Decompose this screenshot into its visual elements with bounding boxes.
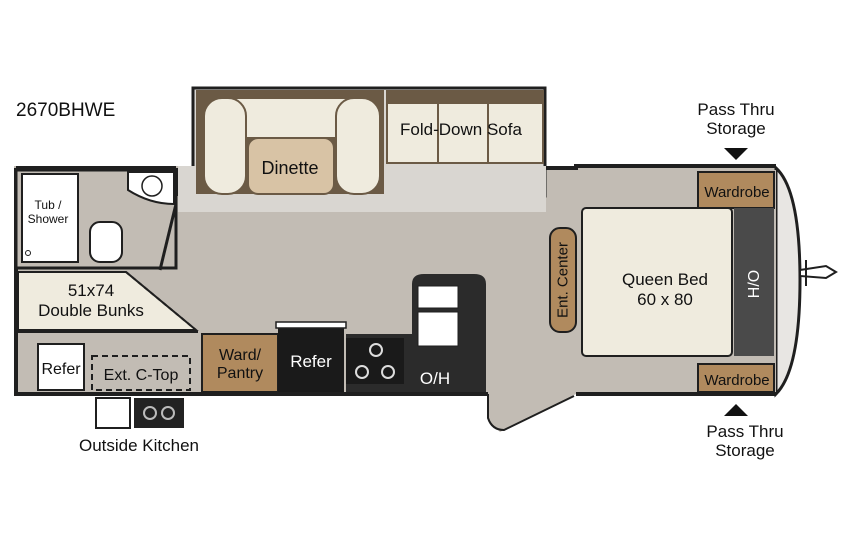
refer-label: Refer: [290, 352, 332, 371]
stove-burner-icon: [161, 406, 175, 420]
wardrobe-top-label: Wardrobe: [704, 184, 770, 201]
stove-top: [346, 338, 404, 384]
pass-thru-bottom-line2: Storage: [715, 440, 775, 460]
pass-thru-top-line1: Pass Thru: [697, 100, 775, 119]
pass-thru-top-line2: Storage: [706, 118, 766, 138]
kitchen: [201, 274, 486, 393]
queen-bed-label: Queen Bed 60 x 80: [590, 270, 740, 309]
refer-top-strip: [275, 321, 347, 329]
sofa-seat: [388, 104, 542, 162]
wardrobe-bottom-box: [697, 363, 775, 393]
pass-thru-storage-top: Pass Thru Storage: [686, 100, 786, 138]
ent-center-label: Ent. Center: [547, 234, 579, 326]
dinette-table: [247, 137, 335, 195]
queen-bed-name: Queen Bed: [621, 270, 708, 289]
pass-thru-storage-bottom: Pass Thru Storage: [690, 422, 800, 460]
ent-center-cabinet: [549, 227, 577, 333]
wardrobe-bottom-label: Wardrobe: [704, 372, 770, 389]
queen-bed: [581, 207, 733, 357]
entry-door-step: [487, 394, 575, 432]
ho-text: H/O: [745, 269, 763, 299]
ent-center-text: Ent. Center: [554, 242, 572, 318]
pass-thru-arrow-icon: [724, 404, 748, 416]
overhead-label: O/H: [419, 369, 451, 388]
outside-refer-label: Refer: [41, 361, 81, 378]
kitchen-sink-icon: [417, 285, 459, 309]
fold-down-sofa-label: Fold-Down Sofa: [400, 120, 522, 139]
model-number: 2670BHWE: [16, 100, 116, 121]
ho-label: H/O: [738, 258, 772, 310]
dinette-bench-right: [335, 97, 381, 195]
ext-cooktop-label: Ext. C-Top: [103, 367, 179, 384]
bedroom: [549, 170, 776, 393]
toilet-icon: [89, 221, 123, 263]
ho-cabinet: [734, 208, 774, 356]
pass-thru-arrow-icon: [724, 148, 748, 160]
tub-line1: Tub /: [34, 198, 62, 212]
wardrobe-top-box: [697, 171, 775, 209]
pass-thru-bottom-line1: Pass Thru: [706, 422, 784, 441]
ward-pantry-label: Ward/ Pantry: [202, 347, 278, 384]
bathroom: [14, 168, 178, 271]
dinette-bench-left: [203, 97, 247, 195]
outside-kitchen: [95, 397, 184, 429]
outside-kitchen-sink-icon: [95, 397, 131, 429]
front-cap: [774, 164, 802, 398]
bunk-area: [17, 271, 199, 391]
ward-line2: Pantry: [216, 365, 264, 383]
refer-cabinet: [278, 324, 344, 392]
outside-refer-box: [37, 343, 85, 391]
stove-burner-icon: [381, 365, 395, 379]
ward-line1: Ward/: [218, 347, 262, 364]
queen-bed-size: 60 x 80: [637, 289, 693, 309]
slide-out: [178, 86, 547, 212]
sofa-back: [386, 90, 544, 104]
kitchen-sink-icon: [417, 311, 459, 347]
stove-burner-icon: [143, 406, 157, 420]
ward-pantry-cabinet: [201, 333, 279, 393]
stove-burner-icon: [369, 343, 383, 357]
tub: [21, 173, 79, 263]
stove-burner-icon: [355, 365, 369, 379]
tub-shower-label: Tub / Shower: [17, 198, 79, 227]
outside-kitchen-stove-icon: [134, 398, 184, 428]
outside-kitchen-label: Outside Kitchen: [78, 436, 199, 455]
bunk-ladder: [125, 271, 197, 331]
double-bunks-label: 51x74 Double Bunks: [18, 281, 164, 320]
tub-drain-icon: [25, 250, 31, 256]
bath-diagonal-wall: [158, 203, 178, 271]
dinette-label: Dinette: [261, 158, 319, 178]
tub-line2: Shower: [27, 211, 69, 226]
bunks-name: Double Bunks: [38, 300, 144, 320]
hitch-icon: [799, 260, 838, 286]
sink-bowl-icon: [141, 175, 163, 197]
bunks-size: 51x74: [67, 281, 115, 300]
ext-ctop-box: [91, 355, 191, 391]
